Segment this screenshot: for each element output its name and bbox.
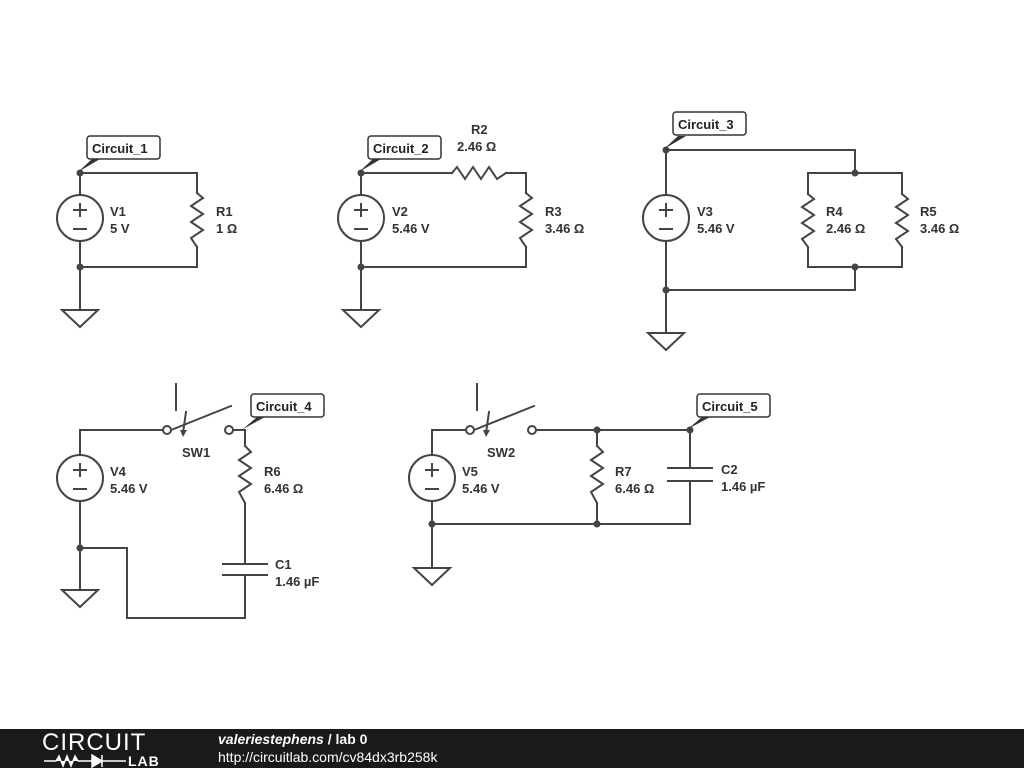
circuit-3: V3 5.46 V R4 2.46 Ω R5 3.46 Ω Circuit_3	[642, 111, 959, 352]
junction-dot	[76, 544, 84, 552]
r1-value: 1 Ω	[216, 221, 237, 236]
ground-symbol-4	[59, 589, 101, 609]
junction-dot	[686, 426, 694, 434]
r4-value: 2.46 Ω	[826, 221, 865, 236]
v5-value: 5.46 V	[462, 481, 500, 496]
resistor-r6-symbol	[237, 444, 253, 505]
r5-name: R5	[920, 204, 937, 219]
circuit-1-wires	[79, 172, 198, 311]
v3-value: 5.46 V	[697, 221, 735, 236]
footer-bar: CIRCUIT LAB valeriestephens / lab 0 http…	[0, 729, 1024, 768]
circuit-2: V2 5.46 V R2 2.46 Ω R3 3.46 Ω Circuit_2	[337, 122, 584, 329]
resistor-diode-logo-icon	[44, 754, 126, 768]
owner-username[interactable]: valeriestephens	[218, 731, 324, 747]
v4-value: 5.46 V	[110, 481, 148, 496]
circuit-5-source-symbol	[408, 454, 456, 502]
r5-value: 3.46 Ω	[920, 221, 959, 236]
r2-value: 2.46 Ω	[457, 139, 496, 154]
resistor-r3-symbol	[518, 191, 534, 249]
schematic-canvas: V1 5 V R1 1 Ω Circuit_1 V2 5.46 V R2 2.4…	[56, 111, 959, 619]
ground-symbol-1	[59, 309, 101, 329]
junction-dot	[76, 263, 84, 271]
junction-dot	[662, 146, 670, 154]
circuit-3-tag-text: Circuit_3	[678, 117, 734, 132]
circuit-4-source-symbol	[56, 454, 104, 502]
circuit-5-wires	[431, 429, 691, 569]
circuit-1-source-symbol	[56, 194, 104, 242]
circuit-1-net-label[interactable]: Circuit_1	[78, 135, 161, 172]
junction-dot	[357, 263, 365, 271]
circuit-3-source-symbol	[642, 194, 690, 242]
sw1-name: SW1	[182, 445, 210, 460]
logo-top-text: CIRCUIT	[42, 729, 147, 756]
junction-dot	[593, 426, 601, 434]
project-url[interactable]: http://circuitlab.com/cv84dx3rb258k	[218, 749, 438, 765]
r6-value: 6.46 Ω	[264, 481, 303, 496]
switch-sw2-symbol[interactable]	[465, 383, 537, 437]
junction-dot	[662, 286, 670, 294]
circuit-4: V4 5.46 V SW1 R6 6.46 Ω C1 1.46 µF Circu…	[56, 383, 325, 619]
junction-dot	[851, 169, 859, 177]
junction-dot	[76, 169, 84, 177]
circuit-4-wires	[79, 429, 246, 619]
circuit-3-wires	[665, 149, 903, 334]
circuit-4-net-label[interactable]: Circuit_4	[243, 393, 325, 429]
capacitor-c1-symbol	[222, 563, 268, 576]
v4-name: V4	[110, 464, 127, 479]
project-name[interactable]: lab 0	[335, 731, 368, 747]
r4-name: R4	[826, 204, 843, 219]
junction-dot	[357, 169, 365, 177]
circuit-1-tag-text: Circuit_1	[92, 141, 148, 156]
path-separator: /	[323, 731, 336, 747]
v3-name: V3	[697, 204, 713, 219]
resistor-r5-symbol	[894, 192, 910, 249]
circuit-1: V1 5 V R1 1 Ω Circuit_1	[56, 135, 237, 329]
c1-name: C1	[275, 557, 292, 572]
c2-value: 1.46 µF	[721, 479, 765, 494]
capacitor-c2-symbol	[667, 467, 713, 482]
r1-name: R1	[216, 204, 233, 219]
circuit-2-source-symbol	[337, 194, 385, 242]
circuit-2-wires	[360, 172, 527, 311]
resistor-r4-symbol	[800, 192, 816, 249]
c2-name: C2	[721, 462, 738, 477]
resistor-r7-symbol	[589, 444, 605, 505]
switch-sw1-symbol[interactable]	[162, 383, 234, 437]
v2-value: 5.46 V	[392, 221, 430, 236]
v1-name: V1	[110, 204, 126, 219]
v5-name: V5	[462, 464, 478, 479]
r7-value: 6.46 Ω	[615, 481, 654, 496]
r7-name: R7	[615, 464, 632, 479]
c1-value: 1.46 µF	[275, 574, 319, 589]
junction-dot	[851, 263, 859, 271]
junction-dot	[593, 520, 601, 528]
circuit-2-tag-text: Circuit_2	[373, 141, 429, 156]
circuit-5-net-label[interactable]: Circuit_5	[688, 393, 771, 429]
project-info: valeriestephens / lab 0 http://circuitla…	[218, 731, 437, 766]
resistor-r2-symbol	[450, 165, 508, 181]
circuit-5-tag-text: Circuit_5	[702, 399, 758, 414]
sw2-name: SW2	[487, 445, 515, 460]
ground-symbol-3	[645, 332, 687, 352]
r3-name: R3	[545, 204, 562, 219]
resistor-r1-symbol	[189, 191, 205, 249]
circuit-2-net-label[interactable]: Circuit_2	[359, 135, 442, 172]
ground-symbol-2	[340, 309, 382, 329]
circuit-3-net-label[interactable]: Circuit_3	[664, 111, 747, 149]
circuitlab-logo[interactable]: CIRCUIT LAB	[42, 729, 159, 768]
v2-name: V2	[392, 204, 408, 219]
r2-name: R2	[471, 122, 488, 137]
r3-value: 3.46 Ω	[545, 221, 584, 236]
ground-symbol-5	[411, 567, 453, 587]
junction-dot	[428, 520, 436, 528]
v1-value: 5 V	[110, 221, 130, 236]
project-owner-line: valeriestephens / lab 0	[218, 731, 437, 748]
circuit-4-tag-text: Circuit_4	[256, 399, 312, 414]
circuit-5: V5 5.46 V SW2 R7 6.46 Ω C2 1.46 µF Circu…	[408, 383, 771, 587]
r6-name: R6	[264, 464, 281, 479]
logo-bottom-text: LAB	[128, 753, 160, 769]
